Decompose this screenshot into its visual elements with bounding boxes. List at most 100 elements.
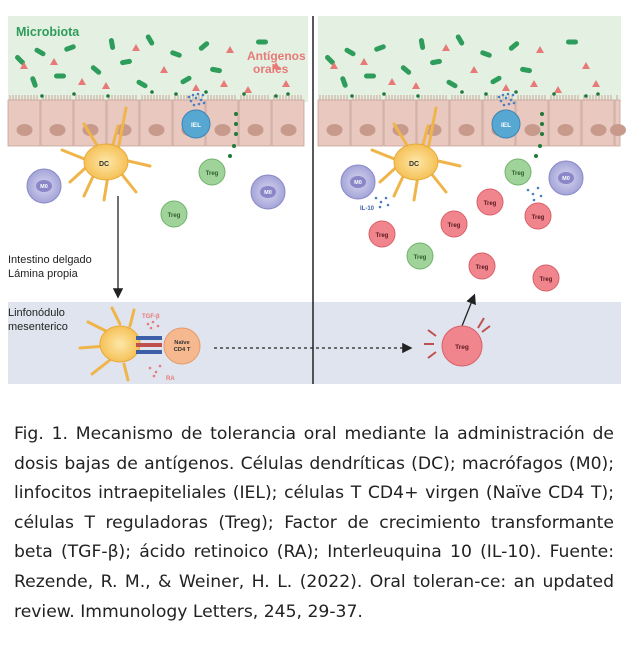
- antigen-particle: [201, 93, 205, 97]
- iel-cell-right: IEL: [491, 109, 521, 139]
- epithelial-cell: [449, 99, 483, 147]
- treg-right-pink-6: Treg: [532, 264, 560, 292]
- cell-nucleus: [524, 124, 541, 136]
- antigen: [102, 82, 110, 89]
- bacterium: [374, 44, 386, 52]
- macrophage-label-left-2: M0: [264, 190, 272, 196]
- mucus-layer-right: [318, 16, 621, 102]
- antigen: [220, 80, 228, 87]
- antigen: [192, 84, 200, 91]
- macrophage-right-1: M0: [340, 164, 376, 200]
- cell-nucleus: [214, 124, 231, 136]
- epithelial-cell: [238, 99, 272, 147]
- treg-label-left-2: Treg: [168, 213, 181, 219]
- antigen-particle: [507, 102, 511, 106]
- antigen-particle: [192, 103, 196, 107]
- macrophage-left-1: M0: [26, 168, 62, 204]
- bacterial-particle: [150, 90, 154, 94]
- il10-dots-left: [374, 196, 390, 209]
- bacterium: [198, 41, 210, 51]
- tgf-dots: [146, 320, 160, 330]
- antigen-particle: [202, 101, 206, 105]
- epithelial-cell: [205, 99, 239, 147]
- small-intestine-label: Intestino delgado: [8, 254, 92, 266]
- cell-nucleus: [557, 124, 574, 136]
- treg-right-pink-1: Treg: [476, 188, 504, 216]
- antigen-particle: [497, 95, 501, 99]
- antigen-particle: [187, 95, 191, 99]
- synapse-receptors: [136, 336, 162, 354]
- treg-label-rp1: Treg: [484, 201, 497, 207]
- antigen-particle: [189, 99, 193, 103]
- microbiota-right: [325, 34, 600, 98]
- antigen-particle: [504, 96, 508, 100]
- antigen-particle: [509, 98, 513, 102]
- antigen: [50, 58, 58, 65]
- treg-label-rp3: Treg: [448, 223, 461, 229]
- treg-label-left-1: Treg: [206, 171, 219, 177]
- bacterium: [30, 76, 38, 88]
- oral-antigens-label: Antígenos: [247, 49, 306, 63]
- green-dot-trail-left: [228, 112, 238, 158]
- macrophage-left-2: M0: [250, 174, 286, 210]
- antigen: [226, 46, 234, 53]
- bacterium: [54, 73, 66, 79]
- green-dot-trail-right: [534, 112, 544, 158]
- antigen: [554, 86, 562, 93]
- il10-dots-right: [526, 186, 543, 202]
- dc-label-right: DC: [409, 161, 419, 168]
- bacterial-particle: [204, 90, 208, 94]
- antigen-particle: [512, 101, 516, 105]
- ra-dots: [148, 364, 162, 378]
- antigen-particle: [196, 92, 200, 96]
- antigen: [272, 62, 280, 69]
- bacterial-particle: [596, 92, 600, 96]
- bacterial-particle: [350, 94, 354, 98]
- cell-nucleus: [49, 124, 66, 136]
- epithelial-cell: [73, 99, 107, 147]
- cell-nucleus: [115, 124, 132, 136]
- antigen: [132, 44, 140, 51]
- antigen-particle: [506, 92, 510, 96]
- epithelial-cell: [515, 99, 549, 147]
- dendritic-cell-lymph-node: [78, 306, 141, 382]
- bacterium: [480, 50, 492, 58]
- cell-nucleus: [148, 124, 165, 136]
- treg-label-ln: Treg: [455, 344, 469, 351]
- epithelium-left: [7, 95, 305, 147]
- bacterium: [430, 58, 442, 66]
- epithelial-cell: [7, 99, 41, 147]
- antigen-particle: [511, 93, 515, 97]
- bacterium: [490, 75, 502, 85]
- bacterium: [455, 34, 465, 46]
- tolerance-diagram: Microbiota Antígenos orales DC IEL M0 M0…: [7, 16, 626, 384]
- dendritic-cell-left: DC: [60, 106, 152, 202]
- macrophage-label-right-1: M0: [354, 180, 362, 186]
- antigen: [78, 78, 86, 85]
- bacterium: [34, 47, 46, 57]
- epithelial-cell: [581, 99, 615, 147]
- cell-nucleus: [247, 124, 264, 136]
- epithelium-right: [317, 95, 626, 147]
- treg-lymph-node: Treg: [424, 317, 491, 367]
- treg-label-rp6: Treg: [540, 277, 553, 283]
- treg-left-1: Treg: [198, 158, 226, 186]
- tgf-beta-label: TGF-β: [142, 314, 160, 320]
- bacterium: [340, 76, 348, 88]
- epithelial-cell: [548, 99, 582, 147]
- treg-label-rp5: Treg: [476, 265, 489, 271]
- cell-nucleus: [280, 124, 297, 136]
- bacterium: [210, 66, 222, 74]
- antigen: [160, 66, 168, 73]
- cell-nucleus: [326, 124, 343, 136]
- antigen: [592, 80, 600, 87]
- bacterium: [180, 75, 192, 85]
- treg-label-rp2: Treg: [532, 215, 545, 221]
- bacterium: [364, 73, 376, 79]
- cell-nucleus: [590, 124, 607, 136]
- cell-nucleus: [16, 124, 33, 136]
- iel-label-left: IEL: [191, 122, 201, 129]
- antigen: [360, 58, 368, 65]
- naive-label-2: CD4 T: [174, 347, 191, 353]
- antigen: [282, 80, 290, 87]
